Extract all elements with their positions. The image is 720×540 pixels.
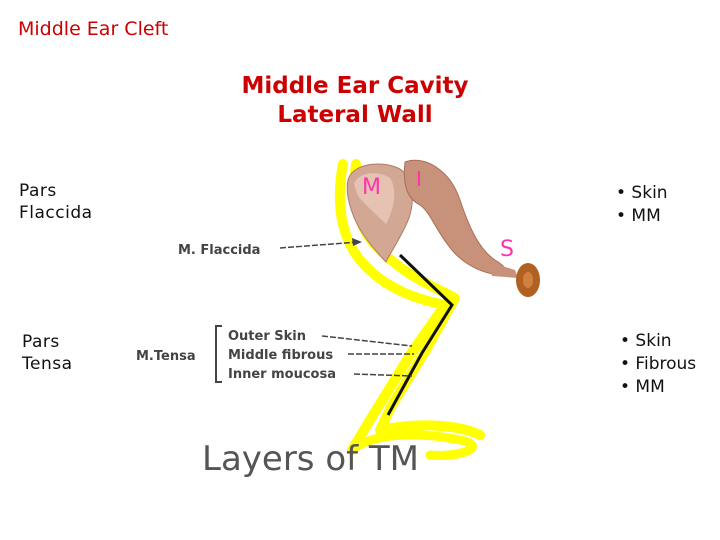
inner-mucosa-arrow — [353, 373, 413, 377]
outer-skin-label: Outer Skin — [228, 329, 306, 344]
pars-tensa-label-line-1: Pars — [22, 332, 60, 352]
tm-fibrous-line — [386, 253, 454, 416]
flaccida-layer-skin: • Skin — [616, 183, 668, 203]
pars-flaccida-label: Pars Flaccida — [19, 180, 93, 224]
figure-caption: Layers of TM — [202, 439, 419, 479]
malleus-pink-layer — [354, 173, 395, 224]
tensa-layers-list: • Skin • Fibrous • MM — [620, 330, 696, 399]
m-tensa-label: M.Tensa — [136, 349, 196, 364]
flaccida-layer-mm: • MM — [616, 206, 661, 226]
tensa-bracket — [215, 325, 222, 383]
stapes-shape — [490, 262, 518, 278]
stapes-letter: S — [500, 237, 514, 262]
outer-skin-arrow — [321, 335, 413, 347]
m-flaccida-arrow — [279, 241, 359, 249]
m-flaccida-label: M. Flaccida — [178, 243, 260, 258]
middle-fibrous-label: Middle fibrous — [228, 348, 333, 363]
tm-yellow-bottom-curl — [347, 430, 477, 460]
slide-title: Middle Ear Cavity Lateral Wall — [200, 72, 510, 130]
malleus-letter: M — [362, 175, 381, 200]
flaccida-layers-list: • Skin • MM — [616, 182, 668, 228]
incus-letter: I — [416, 167, 422, 191]
section-label: Middle Ear Cleft — [18, 18, 169, 40]
tensa-layer-fibrous: • Fibrous — [620, 354, 697, 374]
pars-flaccida-label-line-1: Pars — [19, 181, 57, 201]
tympanic-membrane-diagram: M I S M. Flaccida M.Tensa Outer Skin Mid… — [136, 159, 540, 479]
pars-tensa-label: Pars Tensa — [22, 331, 73, 375]
inner-mucosa-label: Inner moucosa — [228, 367, 336, 382]
slide-title-line-2: Lateral Wall — [277, 102, 433, 128]
slide-title-line-1: Middle Ear Cavity — [241, 73, 469, 99]
stapes-footplate-hole — [523, 272, 533, 288]
m-flaccida-arrowhead — [352, 238, 362, 246]
tensa-layer-skin: • Skin — [620, 331, 672, 351]
tensa-layer-mm: • MM — [620, 377, 665, 397]
tm-yellow-outer-layer — [334, 159, 450, 455]
pars-flaccida-label-line-2: Flaccida — [19, 203, 93, 223]
pars-tensa-label-line-2: Tensa — [22, 354, 73, 374]
